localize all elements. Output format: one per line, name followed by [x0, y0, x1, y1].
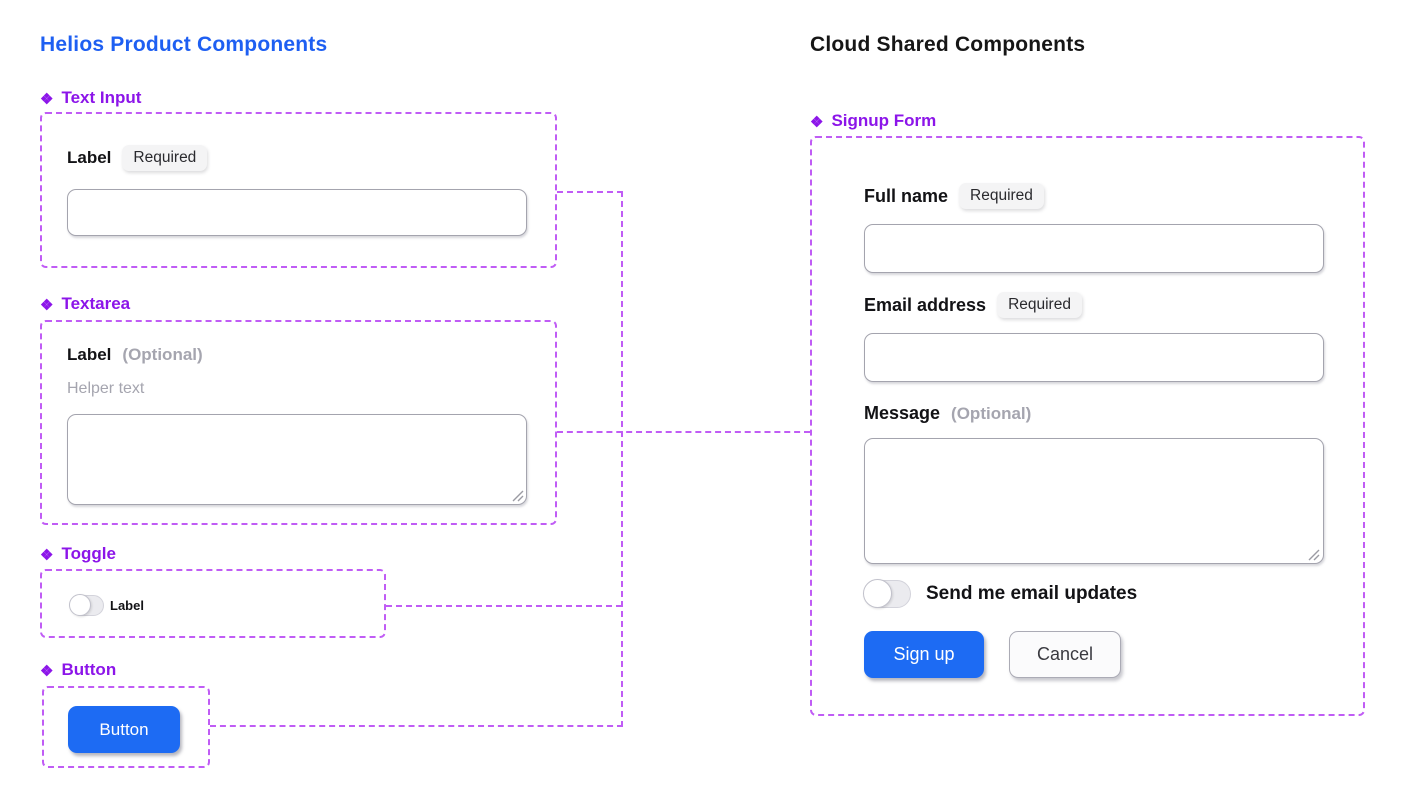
signup-button[interactable]: Sign up — [864, 631, 984, 678]
textarea-section-heading: ❖ Textarea — [40, 294, 130, 314]
toggle-switch[interactable] — [69, 594, 104, 616]
email-label: Email address — [864, 294, 987, 315]
button-heading-label: Button — [61, 660, 117, 679]
fullname-input[interactable] — [864, 224, 1324, 273]
right-library-title: Cloud Shared Components — [810, 33, 1086, 56]
textarea-label-row: Label (Optional) — [67, 345, 203, 365]
helper-text: Helper text — [67, 380, 145, 397]
signup-form-frame: Full name Required Email address Require… — [810, 136, 1365, 716]
connector-textarea — [557, 431, 810, 433]
text-input-label-row: Label Required — [67, 145, 208, 171]
button-component-frame: Button — [42, 686, 210, 768]
message-label: Message — [864, 403, 941, 423]
textarea-field[interactable] — [67, 414, 527, 505]
component-icon: ❖ — [810, 113, 824, 131]
toggle-label: Label — [110, 598, 144, 613]
toggle-knob[interactable] — [69, 594, 91, 616]
component-icon: ❖ — [40, 296, 54, 314]
textarea-heading-label: Textarea — [61, 294, 131, 313]
connector-trunk — [621, 191, 623, 727]
textarea-component-frame: Label (Optional) Helper text — [40, 320, 557, 525]
left-library-title: Helios Product Components — [40, 33, 328, 56]
toggle-heading-label: Toggle — [61, 544, 116, 563]
textarea-label: Label — [67, 345, 112, 364]
component-icon: ❖ — [40, 90, 54, 108]
text-input-label: Label — [67, 148, 112, 167]
text-input-heading-label: Text Input — [61, 88, 142, 107]
fullname-label-row: Full name Required — [864, 183, 1044, 209]
required-badge: Required — [959, 183, 1044, 209]
email-updates-toggle[interactable] — [863, 579, 911, 608]
text-input-component-frame: Label Required — [40, 112, 557, 268]
connector-toggle — [386, 605, 622, 607]
message-textarea[interactable] — [864, 438, 1324, 564]
required-badge: Required — [997, 292, 1082, 318]
required-badge: Required — [122, 145, 208, 171]
text-input-field[interactable] — [67, 189, 527, 236]
button-section-heading: ❖ Button — [40, 660, 116, 680]
toggle-knob[interactable] — [863, 579, 892, 608]
text-input-section-heading: ❖ Text Input — [40, 88, 141, 108]
toggle-section-heading: ❖ Toggle — [40, 544, 116, 564]
component-icon: ❖ — [40, 662, 54, 680]
connector-button — [210, 725, 623, 727]
signup-form-heading-label: Signup Form — [831, 111, 937, 130]
fullname-label: Full name — [864, 185, 949, 206]
component-icon: ❖ — [40, 546, 54, 564]
cancel-button[interactable]: Cancel — [1009, 631, 1121, 678]
message-label-row: Message (Optional) — [864, 403, 1031, 424]
toggle-component-frame: Label — [40, 569, 386, 638]
optional-note: (Optional) — [122, 345, 203, 364]
demo-button[interactable]: Button — [68, 706, 180, 753]
email-label-row: Email address Required — [864, 292, 1082, 318]
signup-form-section-heading: ❖ Signup Form — [810, 111, 936, 131]
email-updates-label: Send me email updates — [926, 583, 1138, 604]
optional-note: (Optional) — [951, 403, 1032, 423]
email-input[interactable] — [864, 333, 1324, 382]
connector-text-input — [557, 191, 623, 193]
